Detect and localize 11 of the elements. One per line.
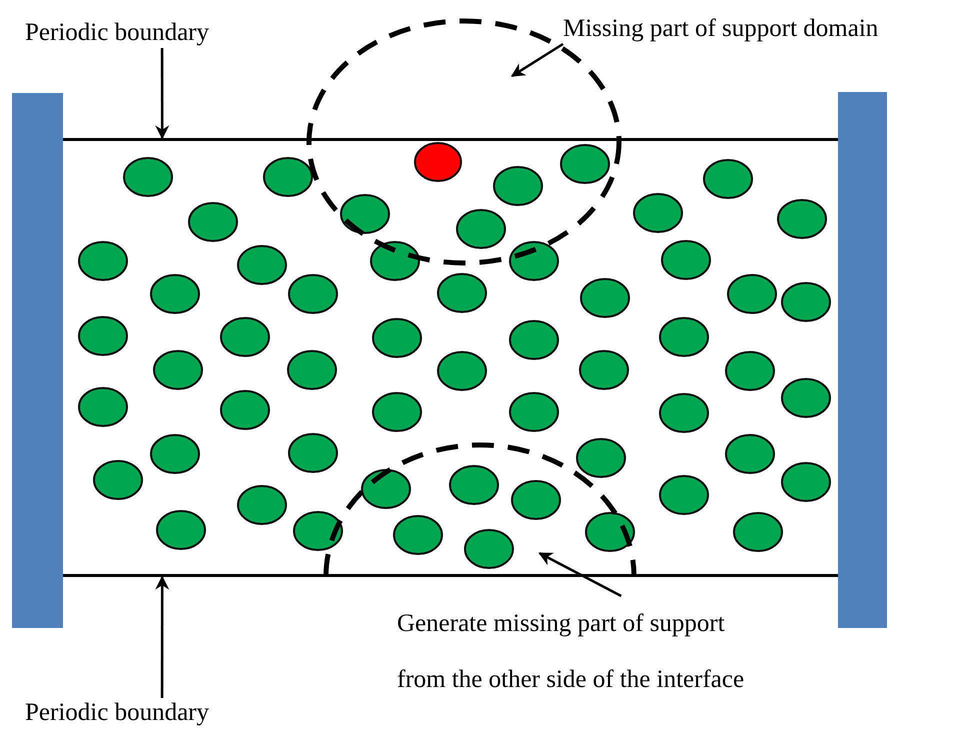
boundary-line	[63, 138, 838, 141]
callout-text: Generate missing part of support from the other side of the interface	[397, 596, 777, 708]
callout-text: Periodic boundary	[25, 18, 209, 48]
leader-line	[155, 576, 170, 698]
boundary-line	[63, 574, 838, 577]
leader-line	[155, 48, 170, 140]
leader-line	[510, 42, 564, 78]
callout-text: Missing part of support domain	[563, 14, 878, 44]
support-domain-outline	[323, 442, 637, 576]
leader-line	[538, 552, 622, 598]
callout-text: Periodic boundary	[25, 698, 209, 728]
